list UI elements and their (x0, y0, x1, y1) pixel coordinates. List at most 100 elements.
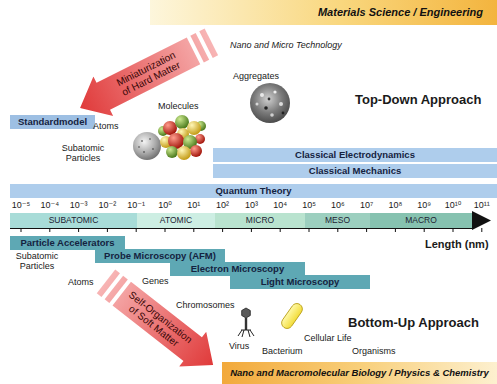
molecule-atom (175, 115, 189, 129)
band-text: MACRO (405, 215, 437, 226)
scale-segment: ATOMIC (137, 213, 215, 228)
annotation-label: Subatomic Particles (58, 143, 108, 163)
aggregate-ball (250, 83, 290, 123)
molecule-image (158, 115, 206, 160)
annotation-label: Virus (229, 341, 249, 351)
band-text: MICRO (246, 215, 274, 226)
axis-arrowhead (472, 211, 491, 230)
annotation-label: Cellular Life (304, 333, 352, 343)
atom-dot (149, 138, 151, 140)
band-text: Classical Electrodynamics (295, 149, 415, 161)
scale-number: 10⁻⁵ (6, 200, 36, 210)
scale-number: 10⁵ (294, 200, 324, 210)
arrow-tail-stripe (97, 270, 120, 297)
arrow-body (92, 264, 226, 382)
arrow-tail-stripe (199, 28, 218, 57)
scale-number: 10⁹ (409, 200, 439, 210)
scale-number: 10⁷ (352, 200, 382, 210)
annotation-label: Organisms (352, 346, 396, 356)
scale-number: 10⁶ (323, 200, 353, 210)
band-text: ATOMIC (160, 215, 192, 226)
atom-dot (152, 148, 154, 150)
method-band: Light Microscopy (230, 275, 370, 289)
scale-number: 10¹ (179, 200, 209, 210)
axis-line (10, 228, 474, 229)
bacterium-icon (279, 301, 304, 330)
scale-number: 10² (208, 200, 238, 210)
virus-head (242, 308, 251, 318)
band-text: Quantum Theory (215, 185, 291, 197)
scale-segment: MESO (305, 213, 370, 228)
atom-dot (143, 151, 145, 153)
scale-number: 10³ (236, 200, 266, 210)
theory-band: Classical Mechanics (213, 164, 497, 178)
scale-segment: SUBATOMIC (10, 213, 137, 228)
annotation-label: Aggregates (233, 71, 279, 81)
discipline-banner: Nano and Macromolecular Biology / Physic… (222, 362, 497, 384)
band-text: Electron Microscopy (191, 263, 284, 275)
aggregate-dot (256, 103, 259, 106)
theory-band: Quantum Theory (10, 184, 497, 198)
virus-tail (245, 318, 247, 330)
virus-legs (238, 330, 254, 337)
annotation-label: Genes (142, 276, 169, 286)
annotation-label: Molecules (158, 101, 199, 111)
method-band: Particle Accelerators (10, 236, 125, 250)
approach-heading: Top-Down Approach (355, 92, 481, 107)
annotation-label: Bacterium (262, 346, 303, 356)
molecule-atom (166, 146, 178, 158)
band-text: Materials Science / Engineering (318, 6, 483, 19)
molecule-atom (163, 121, 177, 135)
scale-number: 10¹¹ (467, 200, 497, 210)
scale-segment: MACRO (370, 213, 472, 228)
atom-dot (138, 146, 140, 148)
arrow-text: Miniaturization of Hard Matter (112, 48, 184, 99)
scale-number: 10⁻² (92, 200, 122, 210)
annotation-label: Atoms (93, 121, 119, 131)
atom-image (133, 132, 161, 160)
atom-ball (133, 132, 161, 160)
theory-band: Classical Electrodynamics (213, 148, 497, 162)
approach-heading: Bottom-Up Approach (348, 315, 479, 330)
axis-ticks (21, 228, 482, 232)
scale-number: 10⁻⁴ (35, 200, 65, 210)
scale-segment: MICRO (215, 213, 305, 228)
scale-number: 10⁴ (265, 200, 295, 210)
molecule-atom (187, 121, 201, 135)
band-text: Standardmodel (18, 116, 87, 128)
aggregate-image (250, 83, 290, 123)
axis-label: Length (nm) (425, 238, 489, 251)
annotation-label: Chromosomes (176, 300, 235, 310)
aggregate-dot (273, 90, 276, 93)
arrow-head-shaft (70, 31, 203, 127)
annotation-label: Nano and Micro Technology (230, 40, 342, 50)
method-band: Probe Microscopy (AFM) (95, 249, 225, 263)
scale-number: 10⁸ (380, 200, 410, 210)
aggregate-dot (260, 93, 264, 97)
scale-number: 10⁰ (150, 200, 180, 210)
band-text: Particle Accelerators (20, 237, 114, 249)
atom-dot (141, 140, 143, 142)
scale-number: 10¹⁰ (438, 200, 468, 210)
direction-arrow: Miniaturization of Hard Matter (70, 20, 225, 127)
aggregate-dot (270, 113, 274, 117)
band-text: SUBATOMIC (49, 215, 99, 226)
molecule-atom (190, 145, 202, 157)
arrow-head-shaft (108, 276, 226, 382)
band-text: Classical Mechanics (309, 165, 401, 177)
method-band: Electron Microscopy (170, 262, 305, 276)
band-text: MESO (325, 215, 350, 226)
aggregate-dot (268, 98, 271, 101)
scale-axis (10, 211, 491, 232)
band-text: Light Microscopy (261, 276, 340, 288)
annotation-label: Subatomic Particles (12, 251, 62, 271)
band-text: Nano and Macromolecular Biology / Physic… (230, 367, 489, 379)
arrow-text: Self-Organization of Soft Matter (117, 286, 198, 356)
arrow-body (70, 22, 221, 127)
aggregate-dot (282, 112, 285, 115)
theory-band: Standardmodel (10, 115, 95, 129)
discipline-banner: Materials Science / Engineering (150, 0, 497, 25)
aggregate-dot (264, 106, 268, 110)
molecule-atom (177, 146, 191, 160)
